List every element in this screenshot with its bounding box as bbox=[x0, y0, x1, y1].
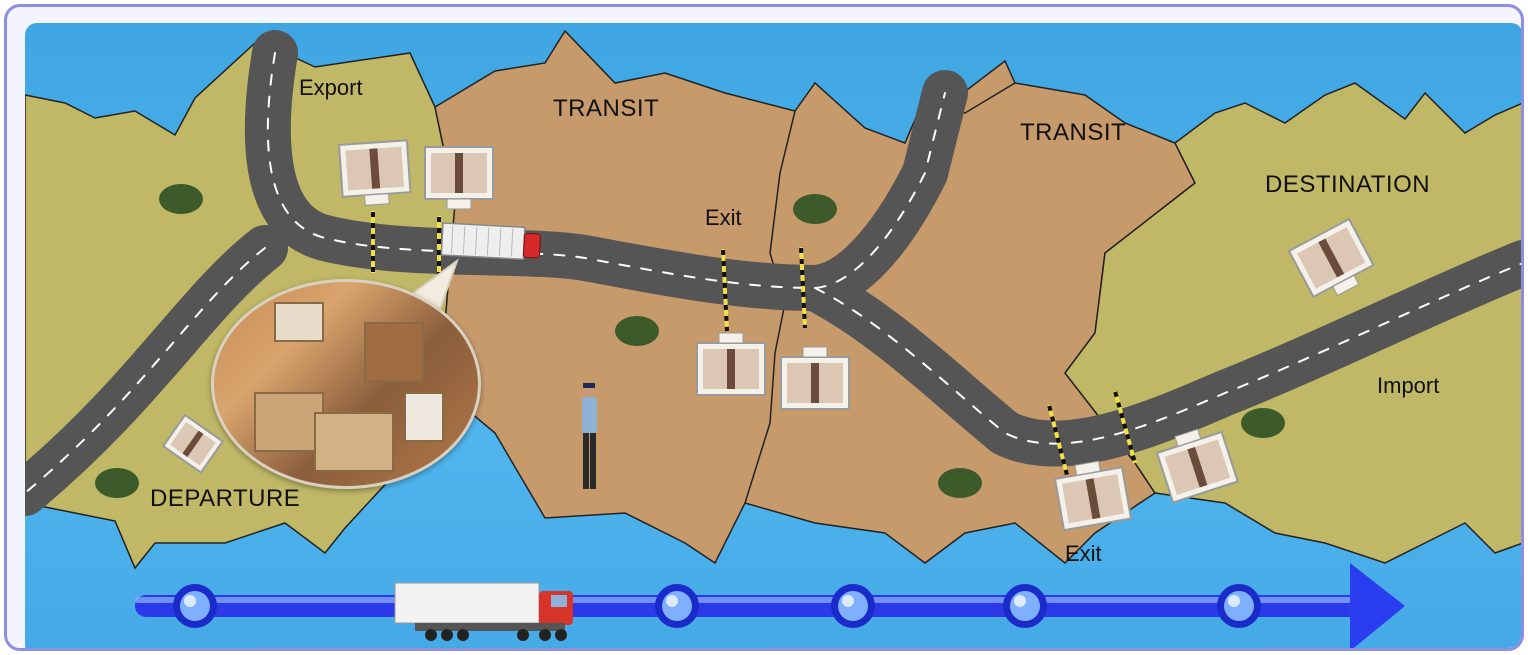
departure-label: DEPARTURE bbox=[150, 485, 300, 513]
warehouse-icon bbox=[425, 147, 493, 209]
export-label: Export bbox=[299, 75, 363, 101]
tree-icon bbox=[938, 468, 982, 498]
timeline-node-icon bbox=[655, 584, 699, 628]
exit-label-top: Exit bbox=[705, 205, 742, 231]
app-frame: Export TRANSIT TRANSIT Exit Exit DESTINA… bbox=[4, 4, 1524, 651]
warehouse-icon bbox=[781, 347, 849, 409]
warehouse-icon bbox=[697, 333, 765, 395]
destination-label: DESTINATION bbox=[1265, 171, 1430, 199]
shipping-map: Export TRANSIT TRANSIT Exit Exit DESTINA… bbox=[25, 23, 1523, 651]
tree-icon bbox=[615, 316, 659, 346]
tree-icon bbox=[793, 194, 837, 224]
timeline-node-icon bbox=[173, 584, 217, 628]
timeline-node-icon bbox=[831, 584, 875, 628]
timeline-node-icon bbox=[1003, 584, 1047, 628]
transit-label-left: TRANSIT bbox=[553, 95, 659, 123]
exit-label-bottom: Exit bbox=[1065, 541, 1102, 567]
cargo-photo-bubble bbox=[211, 279, 481, 489]
tree-icon bbox=[159, 184, 203, 214]
transit-label-right: TRANSIT bbox=[1020, 119, 1126, 147]
tree-icon bbox=[95, 468, 139, 498]
truck-icon bbox=[395, 583, 573, 641]
timeline-node-icon bbox=[1217, 584, 1261, 628]
timeline bbox=[135, 563, 1405, 651]
import-label: Import bbox=[1377, 373, 1439, 399]
tree-icon bbox=[1241, 408, 1285, 438]
